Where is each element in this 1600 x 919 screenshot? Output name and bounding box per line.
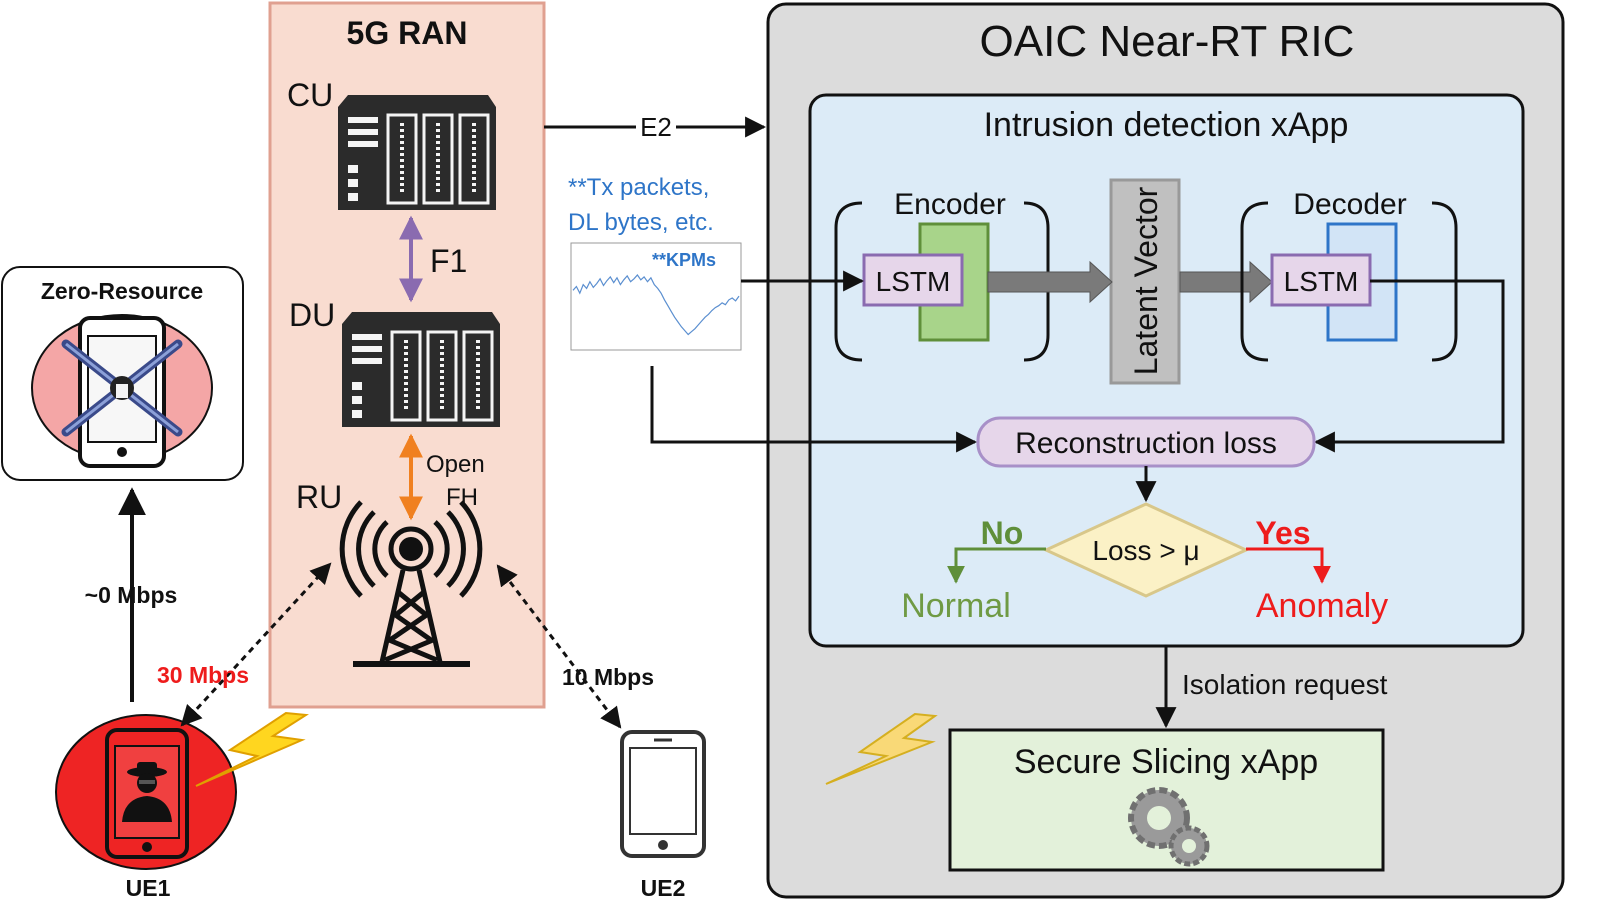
ids-title: Intrusion detection xApp — [984, 106, 1349, 144]
yes-branch-link — [1246, 547, 1331, 584]
zero-resource-title: Zero-Resource — [41, 278, 203, 304]
locked-phone-icon — [61, 316, 183, 468]
ue1-label: UE1 — [126, 875, 171, 901]
isolation-label: Isolation request — [1182, 669, 1388, 700]
ru-label: RU — [296, 479, 342, 515]
kpm-tag: **KPMs — [652, 250, 716, 270]
kpm-chart: **KPMs — [570, 242, 742, 351]
ric-lightning-icon — [825, 712, 938, 785]
ue1-device — [55, 714, 237, 870]
decoder-to-loss-link — [1313, 279, 1505, 453]
decision-label: Loss > μ — [1092, 535, 1199, 566]
cu-label: CU — [287, 77, 333, 113]
ue2-label: UE2 — [641, 875, 686, 901]
encoder-to-latent-arrow — [987, 260, 1113, 304]
kpm-to-loss-link — [650, 366, 978, 453]
latent-label: Latent Vector — [1128, 186, 1164, 375]
decision-diamond — [1042, 502, 1250, 598]
secure-slicing-title: Secure Slicing xApp — [1014, 743, 1318, 781]
ric-panel: OAIC Near-RT RIC Intrusion detection xAp… — [650, 2, 1565, 899]
decoder-lstm-label: LSTM — [1284, 266, 1359, 297]
du-server-icon — [342, 312, 500, 427]
ue1-ru-link — [180, 562, 332, 727]
reconstruction-loss-label: Reconstruction loss — [1015, 427, 1277, 460]
zero-resource-box: Zero-Resource — [1, 266, 244, 481]
cell-tower-icon — [339, 500, 483, 667]
ue2-device — [620, 730, 706, 858]
anomaly-label: Anomaly — [1256, 587, 1388, 625]
kpm-text-line1: **Tx packets, — [568, 174, 709, 201]
decoder-lstm — [1270, 253, 1372, 307]
ue2-rate: 10 Mbps — [562, 664, 654, 690]
ue1-rate: 30 Mbps — [157, 662, 249, 688]
decoder-label: Decoder — [1293, 188, 1406, 221]
hacker-icon — [122, 762, 172, 822]
kpm-text-line2: DL bytes, etc. — [568, 209, 714, 236]
normal-label: Normal — [901, 587, 1011, 625]
no-label: No — [981, 515, 1024, 551]
encoder-lstm-label: LSTM — [876, 266, 951, 297]
encoder-lstm — [862, 253, 964, 307]
gears-icon — [1128, 787, 1210, 867]
ran-panel: 5G RAN CU F1 DU — [268, 1, 546, 709]
f1-label: F1 — [430, 243, 467, 279]
ric-title: OAIC Near-RT RIC — [980, 17, 1355, 66]
latent-vector-block — [1109, 178, 1181, 385]
e2-label: E2 — [640, 112, 672, 142]
latent-to-decoder-arrow — [1179, 260, 1273, 304]
ran-title: 5G RAN — [347, 15, 468, 51]
kpm-series-line — [572, 274, 740, 336]
ue1-zero-rate: ~0 Mbps — [85, 582, 178, 608]
cu-server-icon — [338, 95, 496, 210]
openfh-label-line2: FH — [446, 484, 478, 511]
openfh-label-line1: Open — [426, 451, 485, 478]
du-label: DU — [289, 297, 335, 333]
ue2-ru-link — [496, 564, 622, 729]
encoder-label: Encoder — [894, 188, 1006, 221]
no-branch-link — [947, 547, 1046, 584]
yes-label: Yes — [1255, 515, 1310, 551]
